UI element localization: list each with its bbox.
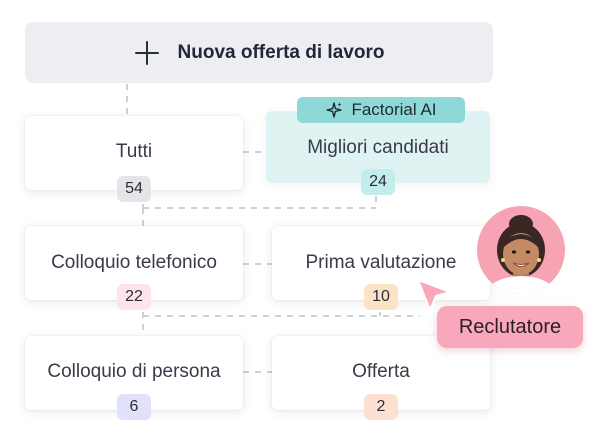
- stage-card-colloquio-telefonico[interactable]: Colloquio telefonico 22: [25, 226, 243, 310]
- stage-count-badge: 24: [361, 169, 395, 195]
- stage-title: Offerta: [352, 361, 410, 382]
- sparkle-icon: [326, 102, 343, 118]
- stage-title: Colloquio telefonico: [51, 252, 217, 273]
- stage-title: Prima valutazione: [305, 252, 457, 273]
- stage-card-migliori-candidati[interactable]: Migliori candidati 24: [266, 111, 490, 195]
- cursor-arrow-icon: [417, 279, 451, 311]
- recruiter-label: Reclutatore: [458, 315, 562, 338]
- stage-title: Tutti: [115, 141, 153, 162]
- stage-card-tutti[interactable]: Tutti 54: [25, 116, 243, 202]
- stage-count-badge: 6: [117, 394, 151, 420]
- factorial-ai-label: Factorial AI: [351, 100, 437, 119]
- stage-card-colloquio-di-persona[interactable]: Colloquio di persona 6: [25, 336, 243, 420]
- stage-count-badge: 22: [117, 284, 151, 310]
- stage-count-badge: 54: [117, 176, 151, 202]
- stage-count-badge: 2: [364, 394, 398, 420]
- stage-title: Colloquio di persona: [47, 361, 221, 382]
- recruiter-portrait-icon: [487, 215, 555, 294]
- new-job-offer-button[interactable]: Nuova offerta di lavoro: [25, 22, 493, 83]
- stage-card-offerta[interactable]: Offerta 2: [272, 336, 490, 420]
- stage-count-badge: 10: [364, 284, 398, 310]
- factorial-ai-tag: Factorial AI: [297, 97, 465, 123]
- stage-card-prima-valutazione[interactable]: Prima valutazione 10: [272, 226, 490, 310]
- plus-icon: [134, 40, 160, 66]
- new-job-offer-label: Nuova offerta di lavoro: [177, 41, 385, 63]
- recruiter-avatar: [477, 206, 565, 294]
- recruiter-tag: Reclutatore: [437, 306, 583, 348]
- stage-title: Migliori candidati: [307, 137, 449, 158]
